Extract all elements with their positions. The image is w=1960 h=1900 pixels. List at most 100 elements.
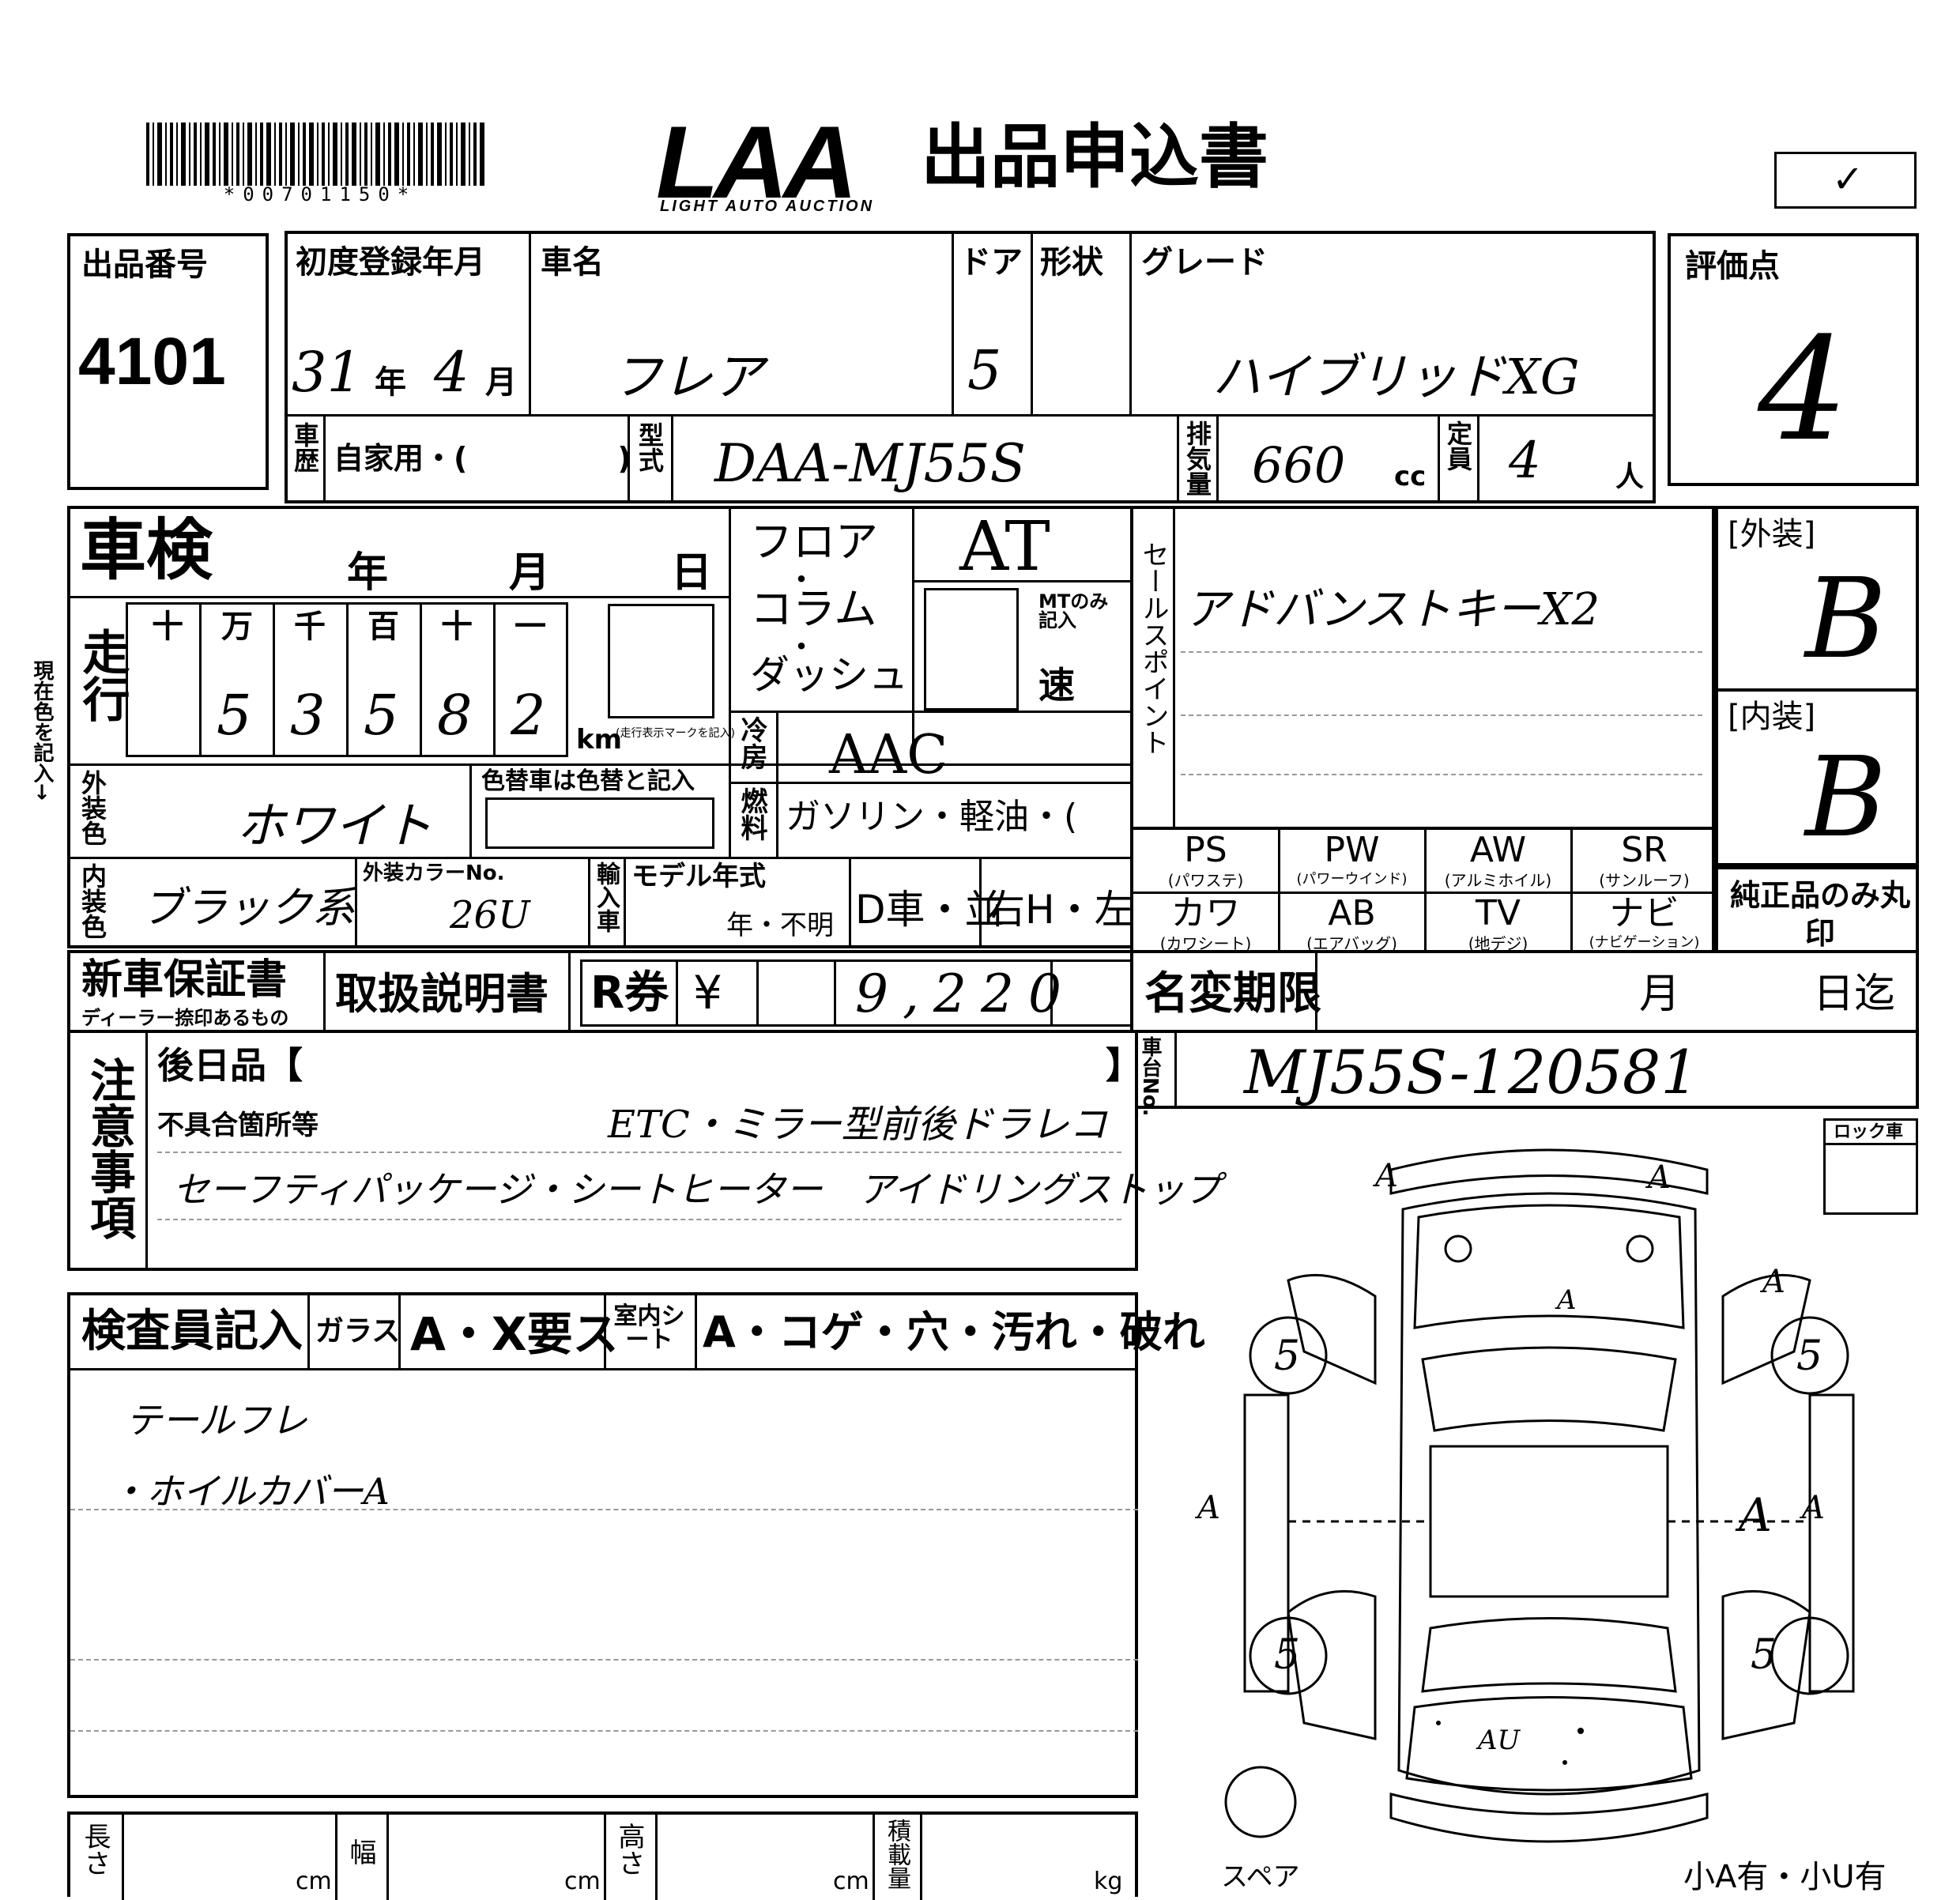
tire-front-left-mark: 5 — [1274, 1333, 1301, 1380]
shaken-day-unit: 日 — [671, 549, 713, 597]
capacity-label: 定員 — [1443, 420, 1473, 471]
shaken-mileage-box: 車検 年 月 日 走行 十 万 千 百 十 一 5 3 5 8 2 km (走行… — [67, 506, 1230, 948]
car-name-value: フレア — [612, 349, 763, 407]
laa-logo-subtitle: LIGHT AUTO AUCTION — [660, 198, 875, 215]
mileage-header-man: 万 — [221, 609, 253, 645]
chassis-value: MJ55S-120581 — [1244, 1037, 1699, 1107]
exterior-color-value: ホワイト — [236, 797, 433, 854]
length-unit: cm — [296, 1868, 332, 1895]
car-history-label: 車歴 — [290, 422, 320, 473]
notes-line-2: セーフティパッケージ・シートヒーター アイドリングストップ — [173, 1168, 1221, 1211]
inspector-box: 検査員記入 ガラス A・X要ス 室内シート A・コゲ・穴・汚れ・破れ テールフレ… — [67, 1292, 1205, 1798]
length-label: 長さ — [79, 1823, 111, 1876]
door-value: 5 — [967, 340, 1002, 402]
check-mark-icon: ✓ — [1832, 157, 1864, 202]
model-type-label: 型式 — [635, 422, 665, 473]
mileage-label: 走行 — [74, 628, 130, 722]
model-year-label: モデル年式 — [631, 861, 766, 892]
first-registration-year: 31 — [292, 340, 363, 405]
car-history-value: 自家用・( ) — [334, 441, 631, 476]
model-year-suffix: 年・不明 — [726, 910, 834, 941]
chassis-row: 車台No. MJ55S-120581 — [1130, 1030, 1919, 1117]
warranty-label: 新車保証書 — [81, 956, 288, 1004]
grade-value: ハイブリッドXG — [1212, 348, 1580, 405]
height-label: 高さ — [613, 1823, 645, 1876]
equipment-pw[interactable]: PW (パワーウインド) — [1280, 830, 1424, 892]
laa-logo: LAA — [656, 104, 858, 220]
equipment-sr[interactable]: SR (サンルーフ) — [1572, 830, 1717, 892]
damage-mark-front-right: A — [1648, 1159, 1671, 1196]
equipment-aw[interactable]: AW (アルミホイル) — [1426, 830, 1570, 892]
equipment-leather[interactable]: カワ (カワシート) — [1133, 893, 1278, 955]
rating-value: 4 — [1758, 307, 1849, 473]
check-box[interactable]: ✓ — [1774, 152, 1917, 209]
mt-speed-box[interactable] — [924, 588, 1019, 711]
interior-grade-box: [内装] B — [1715, 688, 1919, 866]
mt-only-note: MTのみ記入 — [1038, 590, 1109, 631]
first-registration-label: 初度登録年月 — [296, 244, 485, 281]
tire-rear-left-mark: 5 — [1274, 1631, 1301, 1679]
chassis-label: 車台No. — [1138, 1036, 1162, 1117]
dealer-car-options: D車・並 — [855, 887, 1004, 933]
inspector-remark-1: テールフレ — [126, 1399, 307, 1442]
shift-dash: ダッシュ — [750, 652, 908, 698]
notes-box: 注意事項 後日品【 】 不具合箇所等 ETC・ミラー型前後ドラレコ セーフティパ… — [67, 1030, 1220, 1271]
month-unit: 月 — [485, 364, 517, 401]
width-label: 幅 — [345, 1838, 376, 1865]
equipment-tv[interactable]: TV (地デジ) — [1426, 893, 1570, 955]
manual-label: 取扱説明書 — [335, 969, 548, 1019]
equipment-navi-sub: (ナビゲーション) — [1589, 934, 1700, 951]
equipment-navi[interactable]: ナビ (ナビゲーション) — [1572, 893, 1717, 955]
mileage-digit-5: 8 — [437, 683, 473, 748]
interior-color-value: ブラック系 — [141, 883, 355, 933]
equipment-pw-sub: (パワーウインド) — [1296, 871, 1408, 888]
interior-grade-value: B — [1805, 733, 1886, 862]
shape-label: 形状 — [1040, 244, 1103, 281]
current-color-note: 現在色を記入→ — [30, 660, 54, 801]
yen-symbol: ¥ — [693, 966, 722, 1020]
shift-floor: フロア — [750, 517, 878, 567]
color-number-label: 外装カラーNo. — [363, 861, 505, 885]
repaint-input-box[interactable] — [485, 797, 714, 849]
notes-line-1: ETC・ミラー型前後ドラレコ — [608, 1103, 1107, 1147]
damage-mark-right-door-7: A — [1739, 1488, 1772, 1542]
displacement-value: 660 — [1252, 436, 1346, 494]
mileage-digit-2: 5 — [217, 683, 252, 748]
equipment-ab-code: AB — [1328, 893, 1376, 933]
shaken-month-unit: 月 — [509, 549, 551, 597]
listing-number-value: 4101 — [78, 324, 226, 398]
barcode-graphic — [146, 123, 484, 186]
mileage-digit-3: 3 — [290, 683, 326, 748]
grade-label: グレード — [1141, 244, 1268, 281]
exterior-color-label: 外装色 — [77, 770, 107, 846]
mileage-digit-6: 2 — [511, 683, 546, 748]
mileage-unit: km — [576, 724, 623, 756]
equipment-grid: PS (パワステ) PW (パワーウインド) AW (アルミホイル) SR (サ… — [1130, 827, 1715, 953]
name-change-day: 日迄 — [1813, 971, 1896, 1018]
equipment-ab[interactable]: AB (エアバッグ) — [1280, 893, 1424, 955]
sales-point-box: セールスポイント アドバンストキーX2 — [1130, 506, 1715, 830]
shift-dot-1: ・ — [786, 562, 817, 598]
fuel-label: 燃料 — [736, 787, 767, 841]
recycle-ticket-field: R券 ¥ 9,220 — [580, 959, 1133, 1027]
shift-dot-2: ・ — [786, 629, 817, 665]
seat-options: A・コゲ・穴・汚れ・破れ — [703, 1307, 1205, 1357]
damage-mark-right-mirror: A — [1762, 1264, 1785, 1300]
damage-mark-hood: A — [1557, 1284, 1577, 1316]
barcode-number: *00701150* — [223, 183, 417, 205]
rating-label: 評価点 — [1685, 248, 1780, 285]
mileage-header-juu: 十 — [441, 609, 473, 645]
mileage-mark-box[interactable] — [608, 604, 714, 718]
shaken-label: 車検 — [80, 511, 213, 589]
form-title: 出品申込書 — [921, 116, 1269, 198]
equipment-ps[interactable]: PS (パワステ) — [1133, 830, 1278, 892]
mileage-grid: 十 万 千 百 十 一 5 3 5 8 2 — [126, 602, 568, 757]
car-body-diagram — [1224, 1148, 1855, 1843]
vehicle-info-box: 初度登録年月 31 年 4 月 車名 フレア ドア 5 形状 グレード ハイブリ… — [285, 231, 1656, 503]
model-type-value: DAA-MJ55S — [714, 433, 1026, 494]
lock-car-label: ロック車 — [1834, 1122, 1904, 1142]
name-change-label: 名変期限 — [1144, 968, 1321, 1020]
lock-car-box[interactable]: ロック車 — [1823, 1118, 1918, 1215]
equipment-leather-code: カワ — [1170, 893, 1241, 933]
seat-label: 室内シート — [613, 1302, 685, 1354]
